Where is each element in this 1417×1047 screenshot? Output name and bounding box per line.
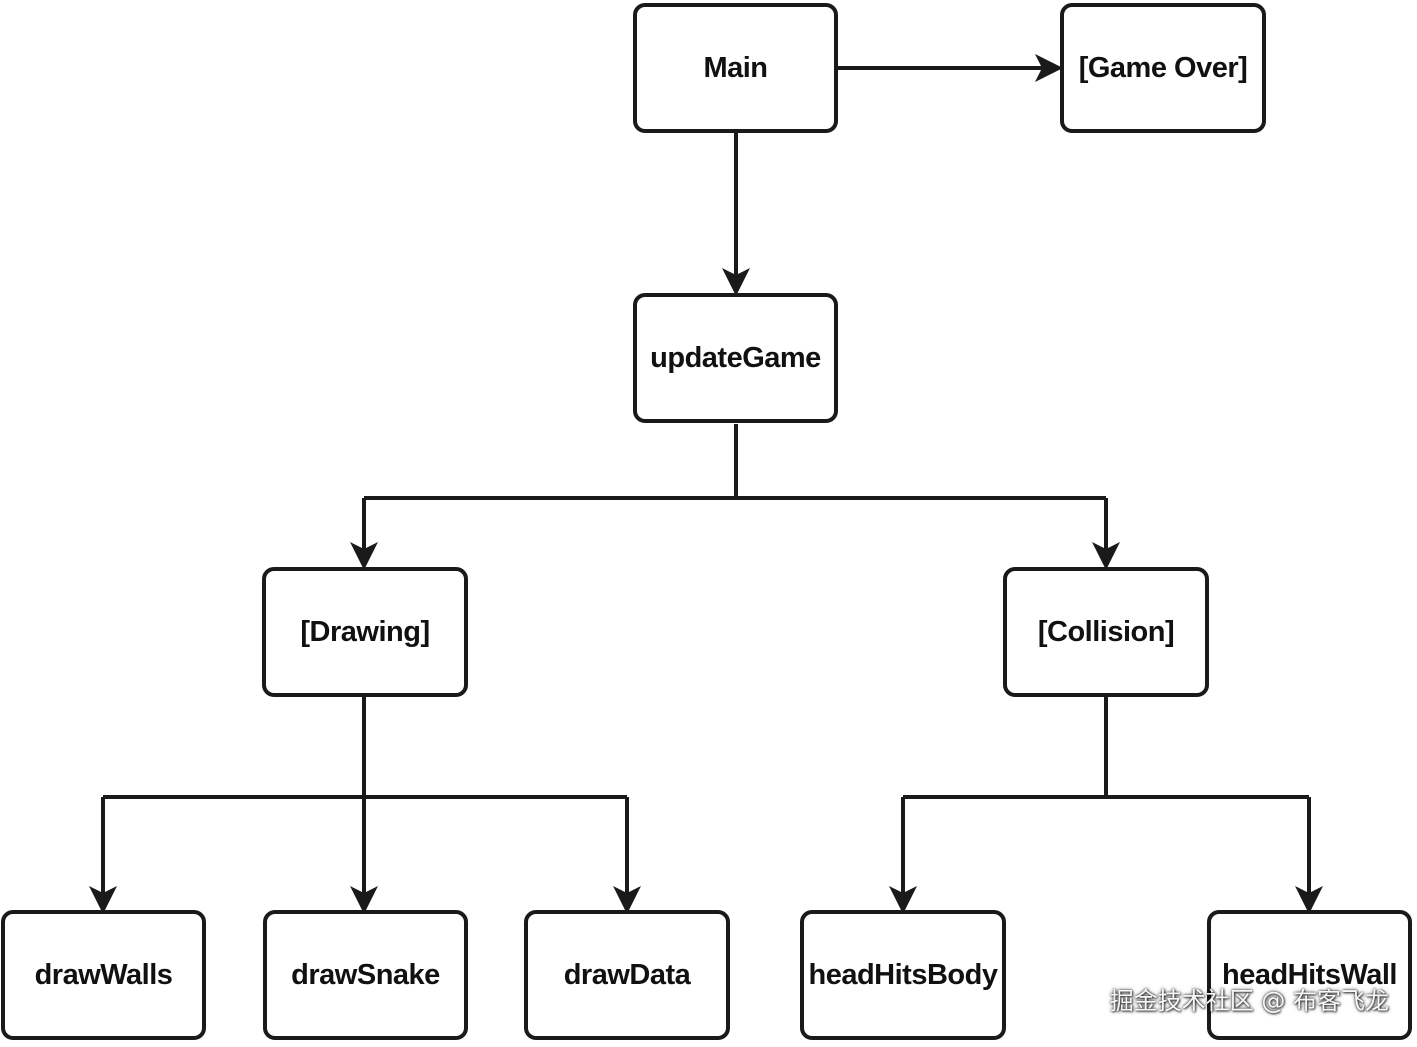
node-draw-walls: drawWalls: [1, 910, 206, 1040]
node-drawing-label: [Drawing]: [300, 615, 430, 648]
node-update-game-label: updateGame: [650, 341, 821, 374]
node-head-hits-wall-label: headHitsWall: [1221, 958, 1398, 991]
node-draw-walls-label: drawWalls: [34, 958, 173, 991]
node-head-hits-body-label: headHitsBody: [808, 958, 998, 991]
node-main-label: Main: [703, 51, 768, 84]
watermark-text: 掘金技术社区 @ 布客飞龙: [1109, 987, 1389, 1015]
node-draw-data: drawData: [524, 910, 730, 1040]
node-game-over-label: [Game Over]: [1078, 51, 1248, 84]
node-head-hits-wall: headHitsWall: [1207, 910, 1412, 1040]
node-head-hits-body: headHitsBody: [800, 910, 1006, 1040]
node-draw-data-label: drawData: [563, 958, 691, 991]
node-game-over: [Game Over]: [1060, 3, 1266, 133]
node-collision-label: [Collision]: [1037, 615, 1175, 648]
node-collision: [Collision]: [1003, 567, 1209, 697]
node-main: Main: [633, 3, 838, 133]
node-draw-snake: drawSnake: [263, 910, 468, 1040]
node-drawing: [Drawing]: [262, 567, 468, 697]
node-update-game: updateGame: [633, 293, 838, 423]
node-draw-snake-label: drawSnake: [291, 958, 440, 991]
